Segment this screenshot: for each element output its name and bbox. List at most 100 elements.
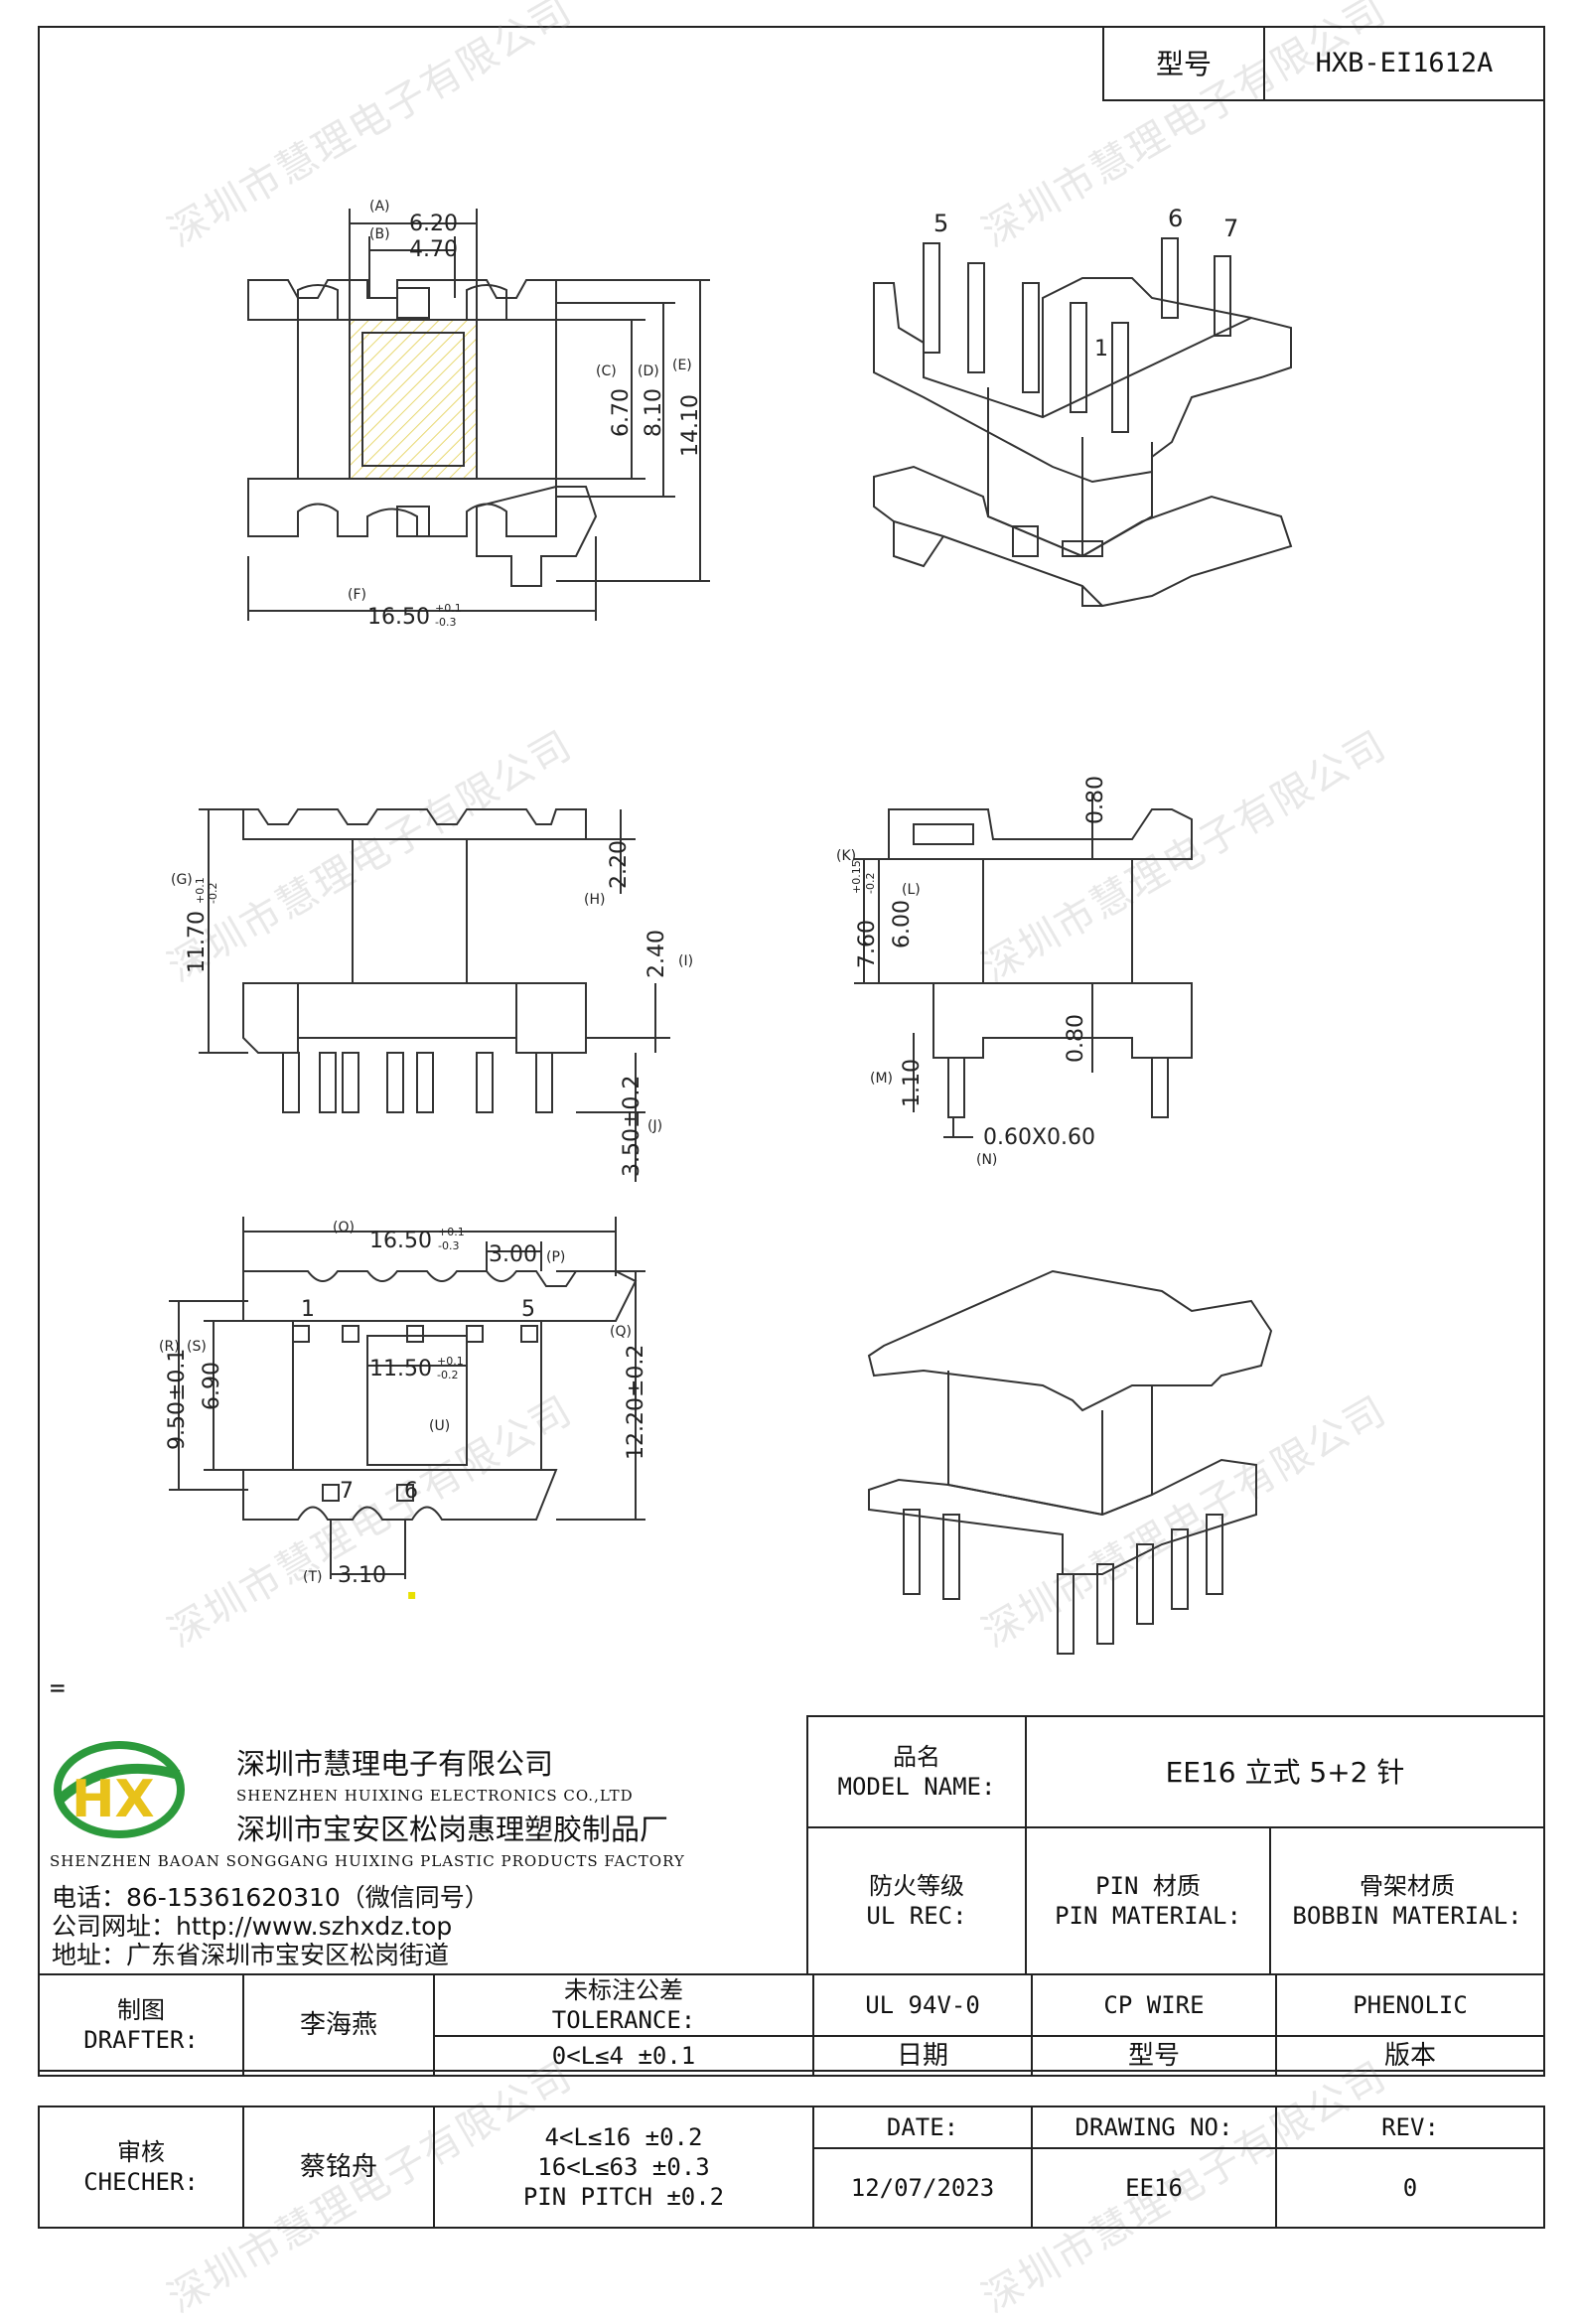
dim-label-m: (M): [870, 1071, 893, 1087]
model-name-label-en: MODEL NAME:: [837, 1773, 996, 1801]
dim-label-u: (U): [429, 1418, 450, 1434]
header-type-table: 型号 HXB-EI1612A: [1102, 26, 1545, 101]
dim-q: 12.20±0.2: [624, 1345, 648, 1460]
pin-material-label-cn: PIN 材质: [1095, 1872, 1201, 1900]
dim-label-d: (D): [638, 363, 659, 379]
website: 公司网址：http://www.szhxdz.top: [52, 1912, 453, 1941]
company-block: HX 深圳市慧理电子有限公司 SHENZHEN HUIXING ELECTRON…: [40, 1715, 804, 1973]
bottom-view: [169, 1217, 645, 1579]
tolerance-label: 未标注公差 TOLERANCE:: [433, 1973, 814, 2037]
dim-e: 14.10: [678, 394, 703, 457]
drafter-value: 李海燕: [242, 1973, 435, 2077]
title-block-lower: 制图 DRAFTER: 李海燕 未标注公差 TOLERANCE: UL 94V-…: [38, 1973, 1545, 2077]
dim-label-q: (Q): [610, 1324, 632, 1340]
ul-rec-label-cn: 防火等级: [869, 1872, 964, 1900]
drawing-no-label-cn: 型号: [1031, 2035, 1277, 2077]
factory-name-en: SHENZHEN BAOAN SONGGANG HUIXING PLASTIC …: [50, 1852, 685, 1870]
dim-label-b: (B): [369, 226, 390, 242]
factory-name-cn: 深圳市宝安区松岗惠理塑胶制品厂: [236, 1813, 669, 1846]
tol-o-up: +0.1: [438, 1226, 465, 1238]
title-block-checker: 审核 CHECHER: 蔡铭舟 4<L≤16 ±0.2 16<L≤63 ±0.3…: [38, 2106, 1545, 2229]
type-label: 型号: [1102, 26, 1265, 101]
dim-label-k: (K): [836, 848, 856, 864]
dim-j: 3.50±0.2: [620, 1076, 645, 1177]
checker-label: 审核 CHECHER:: [38, 2106, 244, 2229]
pin-6-bottom: 6: [404, 1479, 418, 1504]
tol-o-dn: -0.3: [438, 1239, 459, 1252]
pin-5-label: 5: [933, 210, 948, 237]
dim-o: 16.50: [369, 1229, 432, 1253]
dim-mid-080: 0.80: [1064, 1014, 1088, 1063]
tol-g-dn: -0.2: [207, 883, 219, 904]
dim-label-r: (R): [159, 1339, 180, 1355]
drafter-label-en: DRAFTER:: [83, 2026, 199, 2054]
phone: 电话：86-15361620310（微信同号）: [52, 1883, 490, 1912]
tol-u-up: +0.1: [437, 1355, 464, 1368]
type-value: HXB-EI1612A: [1263, 26, 1545, 101]
rev-label-cn: 版本: [1275, 2035, 1545, 2077]
tolerance-label-cn: 未标注公差: [564, 1976, 683, 2004]
dim-label-g: (G): [171, 872, 193, 888]
dim-label-s: (S): [187, 1339, 207, 1355]
tolerance-label-en: TOLERANCE:: [551, 2006, 696, 2034]
technical-drawing: (A) 6.20 (B) 4.70 (C) (D) (E) 6.70 8.10 …: [159, 199, 1293, 1655]
tolerance-4: PIN PITCH ±0.2: [522, 2183, 725, 2211]
company-name-en: SHENZHEN HUIXING ELECTRONICS CO.,LTD: [236, 1787, 634, 1805]
dim-g: 11.70: [185, 911, 210, 973]
dim-h: 2.20: [607, 840, 632, 889]
dim-label-p: (P): [546, 1249, 565, 1265]
address: 地址：广东省深圳市宝安区松岗街道: [52, 1941, 450, 1969]
drafter-label-cn: 制图: [117, 1996, 165, 2024]
ul-rec-label-en: UL REC:: [866, 1902, 967, 1930]
tolerance-2: 4<L≤16 ±0.2: [544, 2123, 703, 2151]
dim-i: 2.40: [645, 930, 669, 978]
dim-b: 4.70: [409, 237, 458, 262]
tol-g: +0.1: [194, 877, 207, 904]
dim-u: 11.50: [369, 1357, 432, 1381]
stray-dot: ▪: [407, 1587, 417, 1603]
checker-label-en: CHECHER:: [83, 2168, 199, 2196]
dim-label-o: (O): [333, 1220, 355, 1235]
tol-k-dn: -0.2: [864, 873, 877, 894]
dim-r: 9.50±0.1: [165, 1349, 190, 1450]
pin-1-bottom: 1: [301, 1297, 315, 1322]
dim-p: 3.00: [489, 1242, 537, 1267]
tol-f-dn: -0.3: [435, 616, 456, 629]
bobbin-material-label-en: BOBBIN MATERIAL:: [1292, 1902, 1522, 1930]
dim-label-h: (H): [584, 892, 605, 908]
dim-l: 6.00: [890, 900, 915, 948]
pin-material-label: PIN 材质 PIN MATERIAL:: [1025, 1826, 1271, 1975]
tolerance-3: 16<L≤63 ±0.3: [537, 2153, 710, 2181]
dim-c: 6.70: [609, 388, 634, 437]
iso-view-top: [873, 237, 1293, 608]
model-name-label: 品名 MODEL NAME:: [806, 1715, 1027, 1828]
pin-7-bottom: 7: [340, 1479, 354, 1504]
dim-label-e: (E): [672, 358, 692, 373]
tolerance-rest: 4<L≤16 ±0.2 16<L≤63 ±0.3 PIN PITCH ±0.2: [433, 2106, 814, 2229]
dim-label-j: (J): [647, 1118, 662, 1134]
dim-label-f: (F): [348, 587, 366, 603]
company-name-cn: 深圳市慧理电子有限公司: [236, 1747, 554, 1781]
drawing-no-value: EE16: [1031, 2147, 1277, 2229]
pin-material-value: CP WIRE: [1031, 1973, 1277, 2037]
tol-f-up: +0.1: [435, 602, 462, 615]
pin-1-label: 1: [1094, 337, 1108, 362]
bobbin-material-label-cn: 骨架材质: [1360, 1872, 1455, 1900]
tol-k-up: +0.15: [850, 860, 863, 894]
top-view: [247, 209, 710, 621]
logo-text: HX: [72, 1770, 155, 1829]
dim-m: 1.10: [900, 1059, 925, 1107]
drawing-no-label-en: DRAWING NO:: [1031, 2106, 1277, 2149]
company-logo: HX: [54, 1741, 185, 1838]
ul-rec-label: 防火等级 UL REC:: [806, 1826, 1027, 1975]
ul-rec-value: UL 94V-0: [812, 1973, 1033, 2037]
front-view: [199, 808, 670, 1182]
dim-label-i: (I): [678, 953, 693, 969]
model-name-label-cn: 品名: [893, 1743, 940, 1771]
title-block-upper: 品名 MODEL NAME: EE16 立式 5+2 针 防火等级 UL REC…: [806, 1715, 1545, 1975]
model-name-value: EE16 立式 5+2 针: [1025, 1715, 1545, 1828]
rev-value: 0: [1275, 2147, 1545, 2229]
date-label-en: DATE:: [812, 2106, 1033, 2149]
dim-n: 0.60X0.60: [983, 1125, 1095, 1150]
date-value: 12/07/2023: [812, 2147, 1033, 2229]
